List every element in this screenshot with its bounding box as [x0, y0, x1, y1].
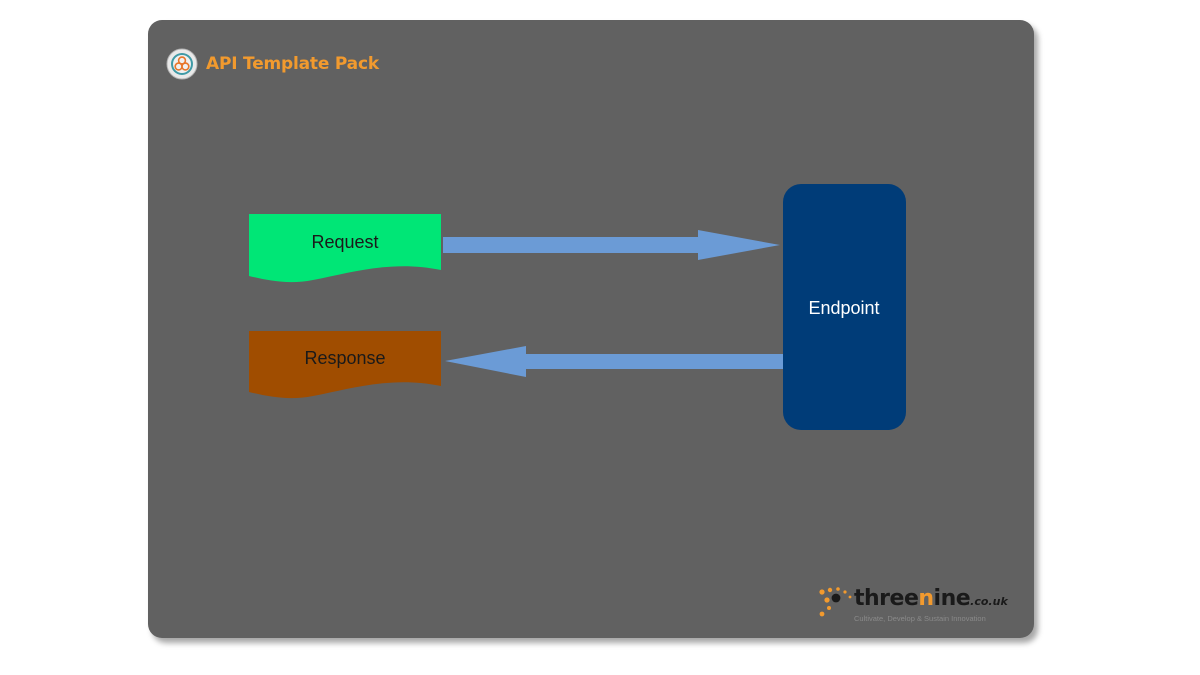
request-node-label: Request — [311, 232, 378, 252]
endpoint-node-shape — [783, 184, 906, 430]
footer-brand-post: ine — [933, 586, 971, 611]
response-node-label: Response — [304, 348, 385, 368]
response-node-shape — [249, 331, 441, 399]
diagram-panel: API Template Pack Request Response Endpo… — [148, 20, 1034, 638]
endpoint-to-response-arrow — [445, 346, 783, 377]
footer-brand-name: threenine.co.uk — [854, 586, 1008, 611]
flow-diagram: Request Response Endpoint — [249, 184, 906, 430]
footer-brand-pre: three — [854, 586, 919, 611]
endpoint-node-label: Endpoint — [808, 298, 879, 318]
api-template-pack-logo-icon — [166, 48, 198, 80]
footer-brand-domain: .co.uk — [970, 595, 1008, 608]
header-brand: API Template Pack — [166, 48, 379, 80]
footer-brand: threenine.co.uk Cultivate, Develop & Sus… — [816, 586, 1008, 628]
request-to-endpoint-arrow — [443, 230, 780, 260]
page-title: API Template Pack — [206, 54, 379, 74]
request-node-shape — [249, 214, 441, 283]
threenine-dots-logo-icon — [819, 587, 852, 617]
footer-brand-highlight: n — [918, 586, 934, 611]
footer-tagline: Cultivate, Develop & Sustain Innovation — [854, 614, 986, 623]
